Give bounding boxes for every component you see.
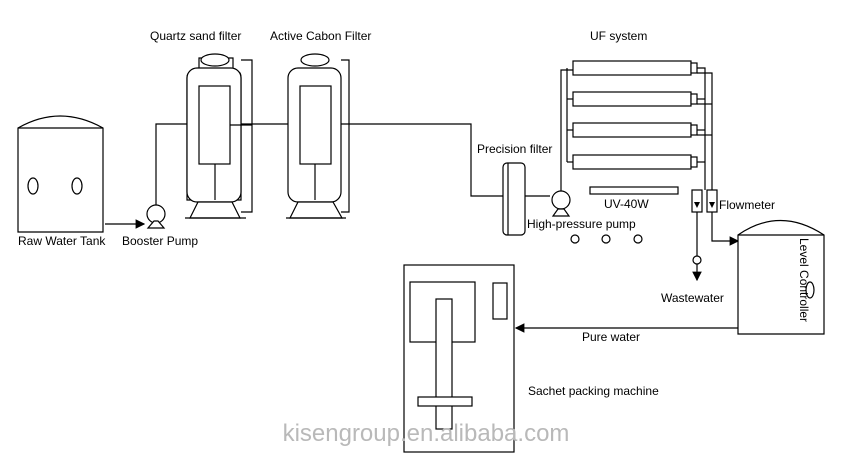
- label-flowmeter: Flowmeter: [719, 198, 775, 212]
- label-pure-water: Pure water: [582, 330, 640, 344]
- quartz-sand-filter: [185, 53, 253, 219]
- level-controller-tank: [737, 219, 825, 335]
- product-water-pipe: [711, 212, 740, 246]
- uv-lamp: [589, 186, 679, 195]
- watermark: kisengroup.en.alibaba.com: [283, 420, 570, 447]
- label-high-pressure-pump: High-pressure pump: [527, 217, 636, 231]
- uf-system: [566, 60, 713, 190]
- valve-dots: [570, 234, 643, 244]
- precision-filter: [502, 162, 526, 236]
- active-carbon-filter: [286, 53, 350, 219]
- label-wastewater: Wastewater: [661, 291, 724, 305]
- booster-pump: [146, 204, 166, 229]
- high-pressure-pump: [551, 190, 571, 217]
- label-level-controller: Level Controller: [797, 238, 811, 322]
- label-booster-pump: Booster Pump: [122, 234, 198, 248]
- label-raw-water-tank: Raw Water Tank: [18, 234, 106, 248]
- label-precision-filter: Precision filter: [477, 142, 552, 156]
- label-active-carbon-filter: Active Cabon Filter: [270, 29, 371, 43]
- pipe-pump-to-uf: [560, 69, 573, 191]
- label-uf-system: UF system: [590, 29, 647, 43]
- label-sachet-packing-machine: Sachet packing machine: [528, 384, 659, 398]
- flowmeters: [691, 189, 718, 213]
- label-quartz-sand-filter: Quartz sand filter: [150, 29, 241, 43]
- sachet-packing-machine: [403, 264, 515, 453]
- raw-water-tank: [17, 115, 104, 233]
- wastewater-valve: [692, 255, 702, 265]
- label-uv: UV-40W: [604, 197, 649, 211]
